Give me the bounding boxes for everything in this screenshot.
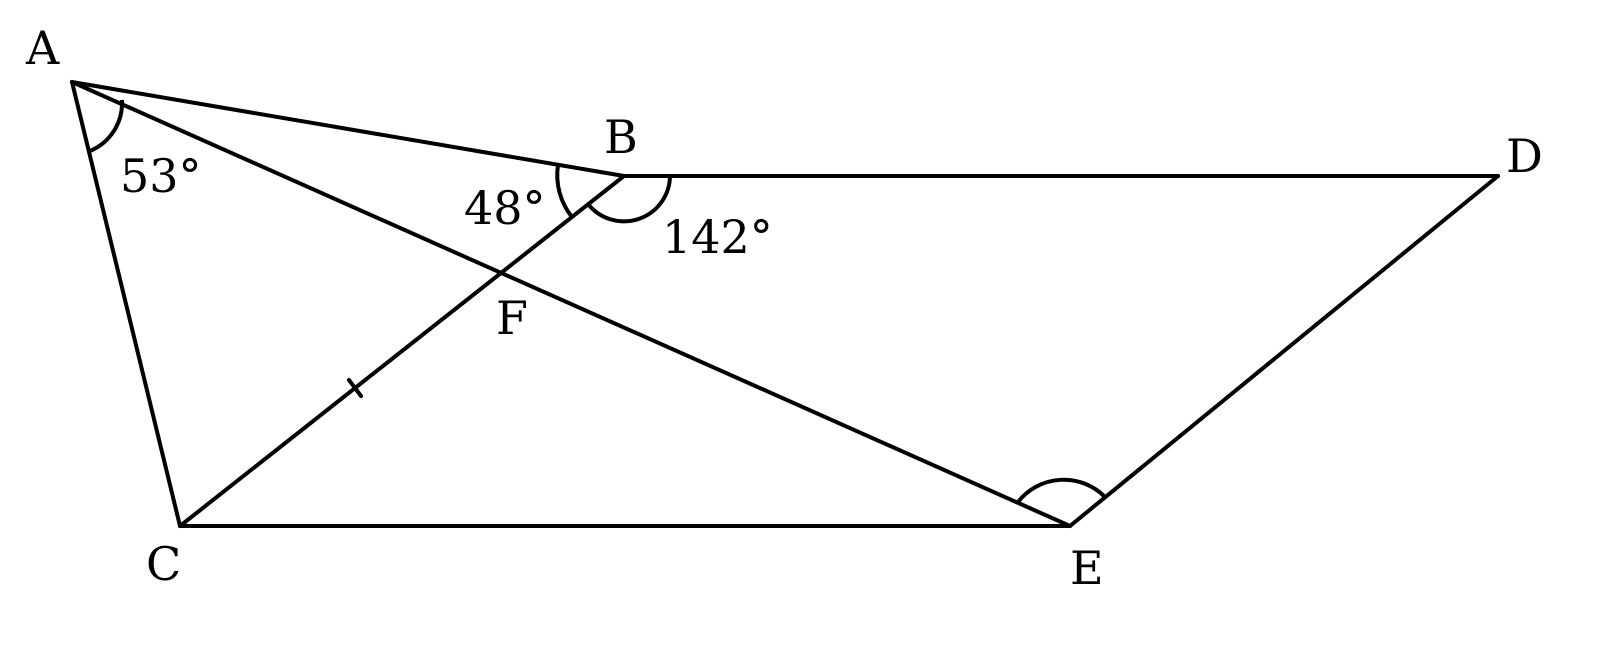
- segment-ae: [70, 80, 1072, 528]
- label-point-c: C: [146, 537, 181, 591]
- segment-bc: [178, 174, 626, 528]
- label-angle-b-right: 142°: [662, 210, 773, 264]
- segment-de: [1068, 174, 1500, 528]
- angle-arc-a: [89, 99, 125, 153]
- label-angle-a: 53°: [120, 149, 202, 203]
- label-point-f: F: [496, 291, 528, 345]
- label-point-b: B: [604, 110, 638, 164]
- label-point-a: A: [25, 21, 60, 75]
- label-point-e: E: [1070, 541, 1104, 595]
- angle-arc-b-right: [586, 175, 672, 224]
- segment-ac: [70, 80, 182, 528]
- segment-ab: [70, 80, 626, 178]
- label-point-d: D: [1506, 129, 1543, 183]
- tick-mark: [347, 378, 363, 398]
- label-angle-b-left: 48°: [464, 181, 546, 235]
- angle-arc-e: [1016, 477, 1107, 504]
- angle-arc-b-left: [555, 164, 574, 219]
